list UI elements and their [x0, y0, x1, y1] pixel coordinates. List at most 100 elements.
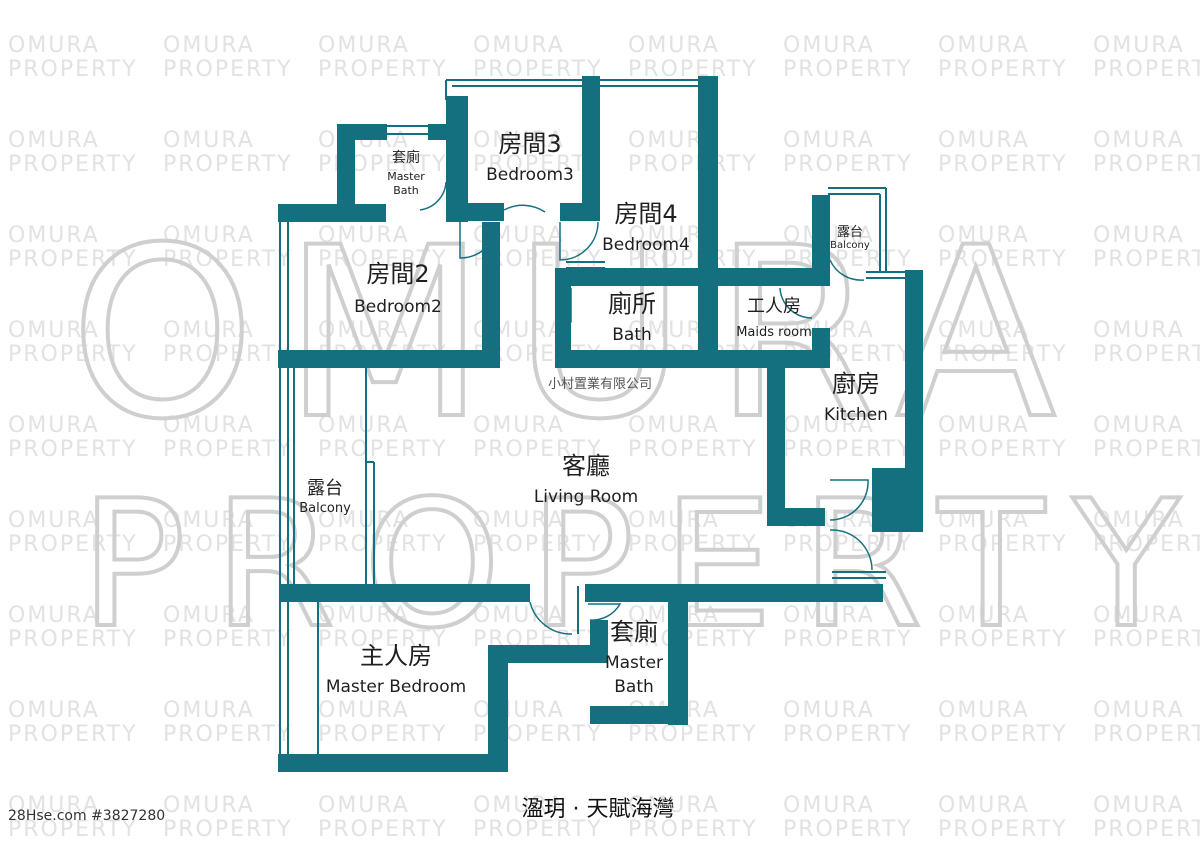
watermark-small-line1: OMURA	[318, 698, 410, 723]
watermark-small-line1: OMURA	[473, 698, 565, 723]
watermark-small-line2: PROPERTY	[1093, 627, 1200, 652]
watermark-small-line1: OMURA	[8, 33, 100, 58]
watermark-small-line1: OMURA	[163, 508, 255, 533]
watermark-small-line2: PROPERTY	[938, 247, 1068, 272]
living-room-en: Living Room	[534, 487, 638, 507]
watermark-small-line1: OMURA	[8, 793, 100, 818]
watermark-small-line2: PROPERTY	[628, 247, 758, 272]
watermark-small-line2: PROPERTY	[163, 57, 293, 82]
watermark-small-line1: OMURA	[938, 128, 1030, 153]
watermark-small-line2: PROPERTY	[628, 437, 758, 462]
watermark-small-line1: OMURA	[8, 698, 100, 723]
watermark-small-line2: PROPERTY	[163, 627, 293, 652]
master-bath-bottom-en1: Master	[605, 653, 663, 673]
watermark-small-line1: OMURA	[1093, 318, 1185, 343]
kitchen-zh: 廚房	[832, 370, 880, 398]
kitchen-en: Kitchen	[824, 405, 888, 425]
watermark-small-line2: PROPERTY	[8, 627, 138, 652]
master-bath-bottom-zh: 套廁	[610, 618, 658, 646]
watermark-small-line2: PROPERTY	[1093, 532, 1200, 557]
watermark-small-line2: PROPERTY	[1093, 437, 1200, 462]
watermark-small-line2: PROPERTY	[318, 532, 448, 557]
listing-id: 28Hse.com #3827280	[8, 808, 165, 824]
watermark-small-line2: PROPERTY	[783, 532, 913, 557]
watermark-small-line2: PROPERTY	[1093, 57, 1200, 82]
watermark-small-line1: OMURA	[318, 793, 410, 818]
watermark-small-line2: PROPERTY	[938, 722, 1068, 747]
bedroom3-zh: 房間3	[498, 130, 561, 158]
watermark-small-line1: OMURA	[163, 223, 255, 248]
watermark-small-line1: OMURA	[783, 698, 875, 723]
watermark-small-line2: PROPERTY	[163, 152, 293, 177]
watermark-small-line2: PROPERTY	[8, 57, 138, 82]
watermark-small-line2: PROPERTY	[1093, 152, 1200, 177]
watermark-small-line2: PROPERTY	[783, 247, 913, 272]
watermark-small-line2: PROPERTY	[8, 342, 138, 367]
watermark-small-line2: PROPERTY	[473, 57, 603, 82]
balcony-small-zh: 露台	[837, 225, 863, 240]
watermark-small-line2: PROPERTY	[318, 247, 448, 272]
balcony-small-en: Balcony	[830, 240, 870, 251]
watermark-small-line2: PROPERTY	[783, 437, 913, 462]
bedroom2-zh: 房間2	[366, 260, 429, 288]
maids-room-en: Maids room	[736, 325, 812, 340]
watermark-small-line2: PROPERTY	[938, 57, 1068, 82]
watermark-small-line1: OMURA	[938, 603, 1030, 628]
watermark-small-line2: PROPERTY	[783, 627, 913, 652]
watermark-big-line2: PROPERTY	[80, 464, 1200, 667]
watermark-small-line2: PROPERTY	[318, 437, 448, 462]
watermark-small-line1: OMURA	[163, 413, 255, 438]
watermark-small-line1: OMURA	[1093, 698, 1185, 723]
watermark-small-line2: PROPERTY	[938, 627, 1068, 652]
watermark-small-line1: OMURA	[163, 793, 255, 818]
watermark-small-line1: OMURA	[628, 508, 720, 533]
watermark-small-line2: PROPERTY	[163, 437, 293, 462]
watermark-small-line2: PROPERTY	[473, 532, 603, 557]
watermark-small-line2: PROPERTY	[8, 722, 138, 747]
watermark-small-line1: OMURA	[1093, 508, 1185, 533]
watermark-small-line1: OMURA	[1093, 603, 1185, 628]
maids-room-zh: 工人房	[747, 296, 801, 317]
bath-zh: 廁所	[608, 290, 656, 318]
watermark-small-line1: OMURA	[318, 413, 410, 438]
watermark-small-line1: OMURA	[8, 508, 100, 533]
watermark-small-line1: OMURA	[318, 223, 410, 248]
watermark-small-line2: PROPERTY	[8, 532, 138, 557]
watermark-small-line1: OMURA	[783, 793, 875, 818]
watermark-small-line2: PROPERTY	[783, 722, 913, 747]
watermark-small-line1: OMURA	[783, 413, 875, 438]
watermark-small-line1: OMURA	[318, 603, 410, 628]
watermark-small-line1: OMURA	[473, 603, 565, 628]
watermark-small-line2: PROPERTY	[783, 57, 913, 82]
watermark-small-line2: PROPERTY	[163, 532, 293, 557]
watermark-small-line2: PROPERTY	[628, 152, 758, 177]
watermark-small-line1: OMURA	[938, 318, 1030, 343]
window-frames	[279, 79, 905, 770]
watermark-small-line2: PROPERTY	[1093, 342, 1200, 367]
watermark-small-line1: OMURA	[1093, 793, 1185, 818]
watermark-small-line1: OMURA	[938, 33, 1030, 58]
watermark-small-line2: PROPERTY	[628, 532, 758, 557]
watermark-small-line2: PROPERTY	[783, 152, 913, 177]
watermark-small-line1: OMURA	[628, 413, 720, 438]
master-bath-top-zh: 套廁	[392, 149, 420, 166]
watermark-small-line1: OMURA	[473, 793, 565, 818]
watermark-small-line1: OMURA	[163, 318, 255, 343]
watermark-small-line1: OMURA	[938, 508, 1030, 533]
watermark-small-line2: PROPERTY	[163, 722, 293, 747]
watermark-small-line1: OMURA	[8, 223, 100, 248]
watermark-small-line2: PROPERTY	[1093, 247, 1200, 272]
watermark-small-line1: OMURA	[318, 318, 410, 343]
watermark-small-line2: PROPERTY	[318, 627, 448, 652]
watermark-small-line2: PROPERTY	[938, 532, 1068, 557]
watermark-small-line2: PROPERTY	[318, 722, 448, 747]
watermark-small-line1: OMURA	[163, 698, 255, 723]
watermark-small-line1: OMURA	[938, 698, 1030, 723]
watermark-big-line1: OMURA	[70, 198, 1084, 471]
watermark-small-line2: PROPERTY	[8, 437, 138, 462]
watermark-small-line1: OMURA	[783, 128, 875, 153]
master-bedroom-en: Master Bedroom	[326, 677, 466, 697]
watermark-small-line2: PROPERTY	[8, 247, 138, 272]
